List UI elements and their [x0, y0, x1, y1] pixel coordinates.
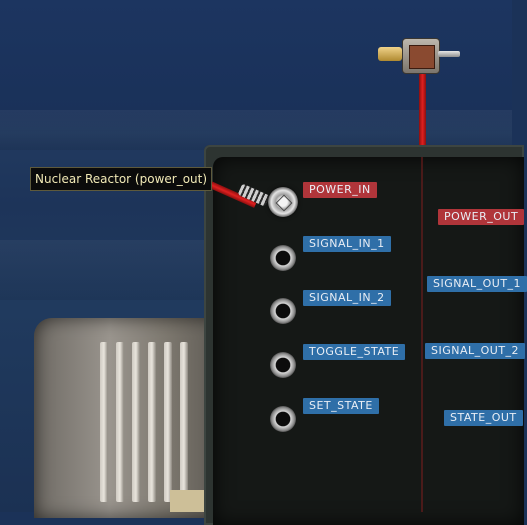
background-band	[0, 110, 512, 150]
connector-plug	[378, 47, 402, 61]
toggle-state-socket[interactable]	[270, 352, 296, 378]
signal-in-2-label: SIGNAL_IN_2	[303, 290, 391, 306]
signal-in-1-label: SIGNAL_IN_1	[303, 236, 391, 252]
set-state-socket[interactable]	[270, 406, 296, 432]
set-state-label: SET_STATE	[303, 398, 379, 414]
machine-fin	[180, 342, 188, 502]
machine-fin	[148, 342, 156, 502]
hover-tooltip: Nuclear Reactor (power_out)	[30, 167, 213, 191]
panel-wire-trace	[421, 157, 423, 512]
signal-in-2-socket[interactable]	[270, 298, 296, 324]
power-in-socket[interactable]	[268, 187, 298, 217]
plug-cross-icon	[275, 194, 293, 212]
connector-core	[409, 45, 435, 69]
wire-connector-icon[interactable]	[378, 38, 462, 74]
connector-pin	[438, 51, 460, 57]
connector-body	[402, 38, 440, 74]
machine-fin	[132, 342, 140, 502]
signal-out-1-label: SIGNAL_OUT_1	[427, 276, 527, 292]
machinery	[34, 318, 224, 518]
signal-in-1-socket[interactable]	[270, 245, 296, 271]
signal-out-2-label: SIGNAL_OUT_2	[425, 343, 526, 359]
toggle-state-label: TOGGLE_STATE	[303, 344, 406, 360]
state-out-label: STATE_OUT	[444, 410, 523, 426]
machine-base	[170, 490, 210, 512]
machine-fin	[100, 342, 108, 502]
power-out-label: POWER_OUT	[438, 209, 525, 225]
power-in-label: POWER_IN	[303, 182, 377, 198]
machine-fin	[116, 342, 124, 502]
machine-fin	[164, 342, 172, 502]
red-wire[interactable]	[419, 70, 426, 150]
